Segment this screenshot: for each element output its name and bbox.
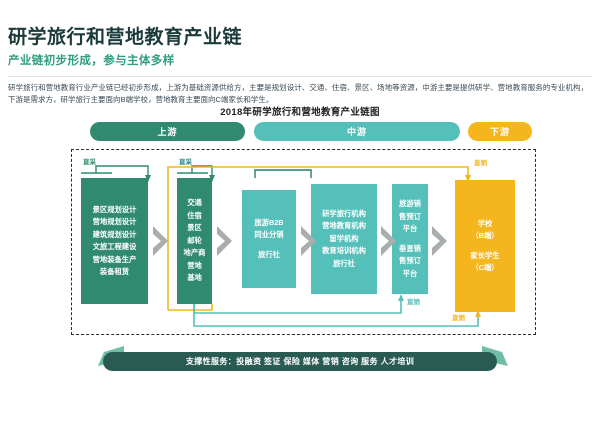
connector-label-direct-sale-top: 直销 [474, 160, 487, 167]
chain-item: 景区规划设计 [92, 204, 137, 214]
segment-pill-downstream: 下游 [468, 122, 532, 141]
chain-item: 装备租赁 [99, 267, 130, 276]
chain-column-platforms: 旅游销 售预订 平台 垂直销 售预订 平台 [392, 184, 428, 294]
chain-item: 营地教育机构 [322, 221, 366, 231]
chain-item: 基地 [187, 273, 202, 283]
connector-label-direct-sale-bottom: 直销 [452, 315, 465, 322]
chain-item: 旅行社 [258, 249, 280, 259]
chain-item: 售预订 [399, 256, 421, 265]
chain-item: 教育培训机构 [322, 246, 366, 256]
chain-item: 邮轮 [187, 235, 202, 245]
page-title: 研学旅行和营地教育产业链 [8, 27, 243, 48]
segment-pill-midstream: 中游 [254, 122, 460, 141]
chain-item: 垂直销 [399, 243, 421, 253]
chain-item: 营地 [187, 260, 202, 270]
chevron-arrow-icon [298, 224, 320, 258]
chain-item: 平台 [402, 268, 418, 278]
chain-item: 文旅工程建设 [92, 242, 137, 251]
chain-boundary [71, 149, 536, 335]
chain-item: 旅游B2B [254, 217, 284, 227]
industry-chain-diagram: 2018年研学旅行和营地教育产业链图 上游 中游 下游 [8, 104, 592, 394]
chain-item: 同业分销 [254, 230, 284, 240]
chain-column-planning: 景区规划设计 营地规划设计 建筑规划设计 文旅工程建设 营地装备生产 装备租赁 [81, 178, 148, 304]
chain-column-demand: 学校 （B端） 家长学生 （C端） [455, 180, 515, 312]
chain-item: 交通 [187, 198, 202, 208]
chain-item: 留学机构 [329, 233, 359, 243]
page-header: 研学旅行和营地教育产业链 产业链初步形成，参与主体多样 [8, 26, 568, 69]
chain-item: 旅行社 [333, 258, 355, 268]
chevron-arrow-icon [378, 224, 400, 258]
chevron-arrow-icon [150, 224, 172, 258]
chain-item: 平台 [402, 224, 418, 233]
connector-label-direct-purchase-2: 直采 [179, 159, 192, 166]
chain-item: 营地装备生产 [92, 254, 137, 264]
segment-pill-upstream: 上游 [90, 122, 245, 141]
chain-item: 住宿 [187, 210, 202, 220]
chevron-arrow-icon [429, 224, 451, 258]
chain-item: 地产商 [183, 248, 206, 258]
connector-label-direct-purchase-1: 直采 [83, 159, 96, 166]
body-paragraph: 研学旅行和营地教育行业产业链已经初步形成，上游为基础资源供给方，主要是规划设计、… [8, 83, 588, 104]
chevron-arrow-icon [214, 224, 236, 258]
page-subtitle: 产业链初步形成，参与主体多样 [8, 55, 175, 67]
chain-column-distribution: 旅游B2B 同业分销 旅行社 [242, 190, 296, 288]
support-services-bar: 支撑性服务：投融资 签证 保险 媒体 营销 咨询 服务 人才培训 [103, 352, 497, 371]
connector-label-direct-sale-mid: 直销 [407, 299, 420, 306]
chain-column-institutions: 研学旅行机构 营地教育机构 留学机构 教育培训机构 旅行社 [311, 184, 377, 294]
chain-item: （C端） [471, 263, 499, 272]
chain-item: 售预订 [399, 211, 421, 221]
chain-item: 旅游销 [399, 199, 421, 208]
chain-item: 研学旅行机构 [322, 208, 366, 218]
chain-item: 学校 [477, 218, 493, 228]
chain-item: 建筑规划设计 [92, 229, 137, 239]
connector-lines [81, 165, 481, 327]
chain-item: 家长学生 [470, 250, 500, 260]
chart-title: 2018年研学旅行和营地教育产业链图 [220, 107, 380, 118]
chain-item: 营地规划设计 [92, 217, 137, 226]
chain-item: （B端） [471, 231, 499, 240]
chain-item: 景区 [187, 223, 202, 233]
chain-column-resources: 交通 住宿 景区 邮轮 地产商 营地 基地 [177, 178, 212, 304]
header-divider [8, 76, 592, 77]
